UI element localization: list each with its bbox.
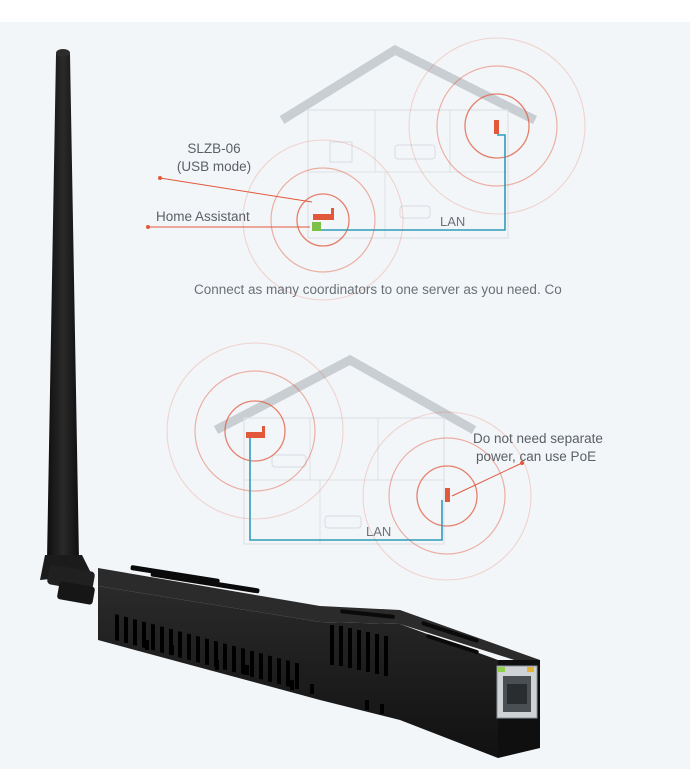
slzb-label-line1: SLZB-06 (187, 141, 241, 156)
bottom-right-signal-rings (362, 411, 532, 581)
bottom-left-signal-rings (166, 342, 344, 520)
port-led-green (498, 667, 505, 672)
bottom-left-device (246, 432, 262, 438)
bottom-lan-label: LAN (366, 524, 392, 539)
top-vent-dots (130, 565, 479, 655)
top-house-diagram (146, 37, 586, 301)
top-lan-label: LAN (440, 214, 466, 229)
poe-label-line1: Do not need separate (473, 431, 603, 446)
ethernet-port (496, 665, 538, 719)
callout-line-poe (451, 462, 523, 497)
poe-label-line2: power, can use PoE (476, 449, 597, 464)
top-slzb-device (313, 214, 331, 220)
antenna (40, 49, 95, 605)
slzb-label-line2: (USB mode) (176, 159, 252, 174)
top-lan-line (320, 134, 506, 231)
bottom-right-device (445, 488, 450, 502)
top-remote-coordinator (494, 120, 499, 134)
port-led-amber (527, 667, 534, 672)
bottom-house-roof (213, 354, 477, 434)
bottom-lan-line (249, 438, 443, 541)
bottom-house-diagram (166, 342, 532, 581)
slzb-device-body (98, 565, 540, 758)
top-house-roof (279, 44, 538, 125)
vent-slots (115, 614, 388, 690)
top-right-signal-rings (408, 37, 586, 215)
home-assistant-label: Home Assistant (156, 209, 250, 224)
caption-text: Connect as many coordinators to one serv… (194, 282, 562, 297)
callout-line-slzb (159, 177, 313, 203)
top-left-signal-rings (242, 139, 404, 301)
top-ha-server (312, 222, 321, 231)
